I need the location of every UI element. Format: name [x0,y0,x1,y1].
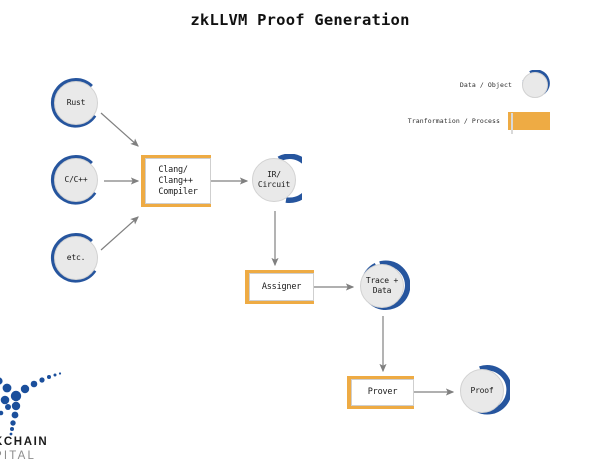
node-trace-data[interactable]: Trace + Data [356,260,410,314]
node-rust[interactable]: Rust [50,77,104,131]
node-ir-circuit-label: IR/ Circuit [257,170,291,189]
node-cpp[interactable]: C/C++ [50,154,104,208]
node-prover-inner: Prover [351,379,414,406]
node-proof-label: Proof [470,386,494,395]
page-title: zkLLVM Proof Generation [190,11,410,29]
legend-data-disc [522,72,548,98]
node-rust-disc: Rust [54,81,98,125]
node-compiler-label: Clang/ Clang++ Compiler [158,164,198,197]
legend-process-box-inner [511,113,513,134]
edge-rust-to-compiler [100,112,139,147]
node-ir-circuit-disc: IR/ Circuit [252,158,296,202]
edge-etc-to-compiler [100,216,139,251]
legend-item-process: Tranformation / Process [398,112,550,134]
node-rust-label: Rust [66,98,86,107]
node-compiler-inner: Clang/ Clang++ Compiler [145,158,211,204]
legend-data-label: Data / Object [459,81,512,89]
node-cpp-disc: C/C++ [54,158,98,202]
blockchain-star-icon [0,372,62,436]
node-ir-circuit[interactable]: IR/ Circuit [248,154,302,208]
node-proof[interactable]: Proof [456,365,510,419]
node-assigner-label: Assigner [261,281,302,292]
node-etc[interactable]: etc. [50,232,104,286]
logo-text: KCHAIN PITAL [0,435,94,464]
node-etc-label: etc. [66,253,86,262]
legend-item-data: Data / Object [398,70,550,100]
node-etc-disc: etc. [54,236,98,280]
legend: Data / Object Tranformation / Process [398,70,558,136]
node-proof-disc: Proof [460,369,504,413]
node-trace-data-disc: Trace + Data [360,264,404,308]
logo: KCHAIN PITAL [0,358,94,474]
node-prover-label: Prover [367,387,398,397]
logo-line-1: KCHAIN [0,436,49,448]
legend-data-circle-icon [520,70,550,100]
logo-line-2: PITAL [0,450,37,462]
node-compiler[interactable]: Clang/ Clang++ Compiler [141,155,211,207]
node-trace-data-label: Trace + Data [365,276,399,295]
node-prover[interactable]: Prover [347,376,414,409]
node-assigner-inner: Assigner [249,273,314,301]
legend-process-box-icon [508,112,550,134]
node-assigner[interactable]: Assigner [245,270,314,304]
legend-process-label: Tranformation / Process [407,117,500,125]
node-cpp-label: C/C++ [64,175,88,184]
ring-arc-icon [277,154,302,204]
